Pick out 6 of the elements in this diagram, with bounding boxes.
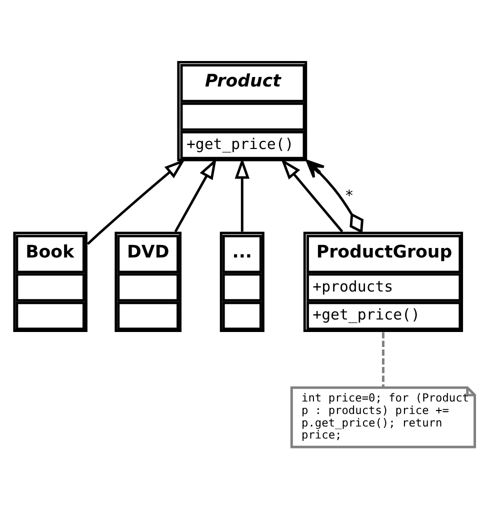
arrow — [306, 160, 364, 234]
connector — [382, 332, 384, 388]
edge-label: * — [345, 186, 353, 204]
arrow — [86, 159, 186, 245]
arrow — [280, 158, 344, 232]
arrow — [174, 158, 217, 232]
